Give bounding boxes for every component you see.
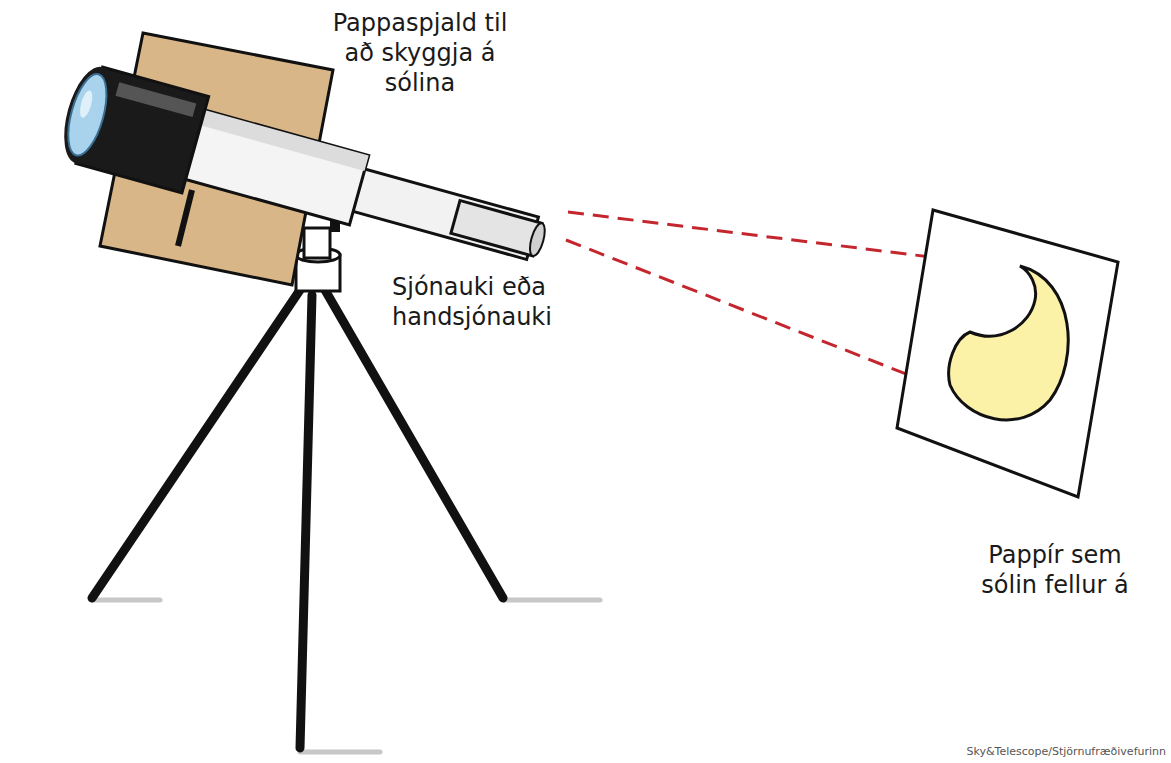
shield-bracket xyxy=(178,190,192,246)
shield-label: Pappaspjald til að skyggja á sólina xyxy=(332,8,508,98)
paper-label: Pappír sem sólin fellur á xyxy=(965,540,1145,600)
sun-crescent-image xyxy=(949,266,1069,420)
credit-watermark: Sky&Telescope/Stjörnufræðivefurinn xyxy=(870,745,1166,759)
projection-paper xyxy=(897,210,1118,497)
tripod-shadows xyxy=(92,600,600,752)
telescope-label: Sjónauki eða handsjónauki xyxy=(392,272,562,332)
tripod-legs xyxy=(92,290,503,748)
telescope-tube xyxy=(55,61,557,289)
